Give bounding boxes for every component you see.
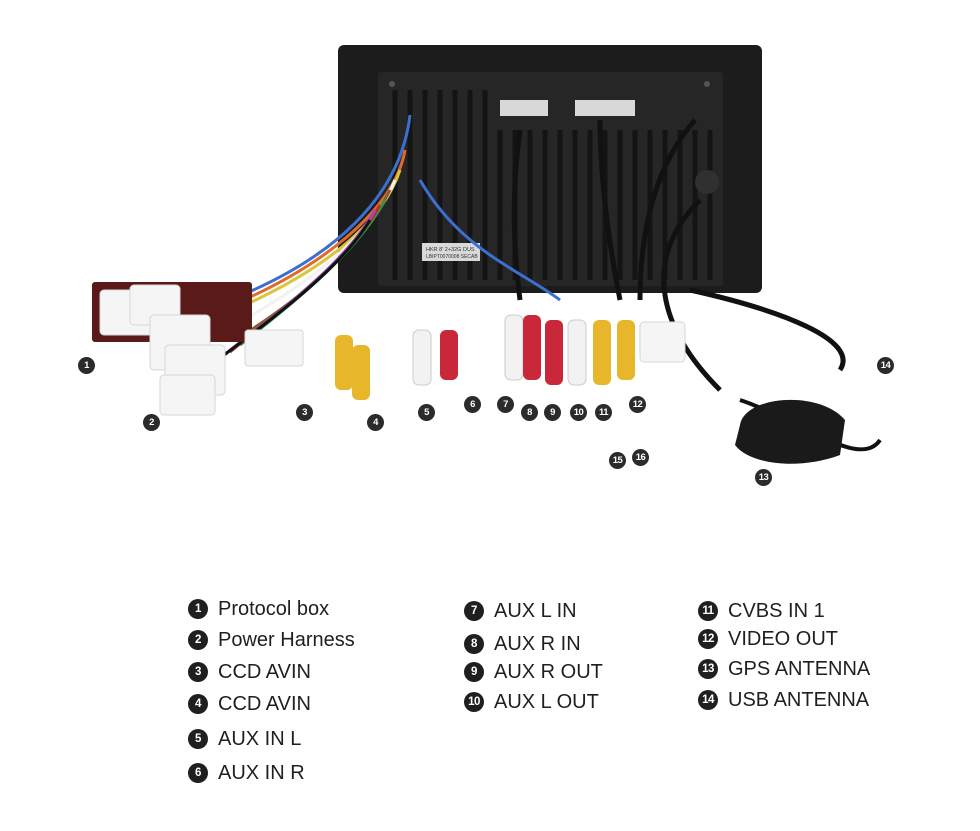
legend-number: 12	[698, 629, 718, 649]
white-plugs	[99, 284, 686, 416]
unit-sticker-line-2: LBIPT0070008 SECAB	[426, 254, 478, 260]
legend-label: CCD AVIN	[218, 660, 311, 683]
legend-number: 5	[188, 729, 208, 749]
callout-5: 5	[418, 404, 435, 421]
callout-3: 3	[296, 404, 313, 421]
callout-11: 11	[595, 404, 612, 421]
legend-label: CCD AVIN	[218, 692, 311, 715]
legend-number: 9	[464, 662, 484, 682]
legend-number: 10	[464, 692, 484, 712]
callout-7: 7	[497, 396, 514, 413]
callout-15: 15	[609, 452, 626, 469]
legend-item: 2 Power Harness	[188, 627, 355, 653]
legend-item: 4 CCD AVIN	[188, 691, 311, 717]
legend-number: 1	[188, 599, 208, 619]
callout-10: 10	[570, 404, 587, 421]
product-photo: HKR 8' 2+32G DUS LBIPT0070008 SECAB	[78, 45, 894, 486]
legend-label: Protocol box	[218, 597, 330, 620]
callout-8: 8	[521, 404, 538, 421]
legend-number: 13	[698, 659, 718, 679]
legend-number: 3	[188, 662, 208, 682]
legend-label: AUX IN R	[218, 761, 305, 784]
callout-13: 13	[755, 469, 772, 486]
legend-number: 11	[698, 601, 718, 621]
legend-label: Power Harness	[218, 628, 355, 651]
callout-6: 6	[464, 396, 481, 413]
legend-label: AUX IN L	[218, 727, 302, 750]
legend-item: 9 AUX R OUT	[464, 659, 603, 685]
legend-number: 6	[188, 763, 208, 783]
legend-item: 7 AUX L IN	[464, 598, 577, 624]
legend-number: 14	[698, 690, 718, 710]
wiring-illustration: HKR 8' 2+32G DUS LBIPT0070008 SECAB	[92, 45, 882, 464]
legend-number: 4	[188, 694, 208, 714]
legend-item: 12 VIDEO OUT	[698, 626, 838, 652]
legend-label: AUX R IN	[494, 632, 581, 655]
callout-4: 4	[367, 414, 384, 431]
legend-label: CVBS IN 1	[728, 599, 825, 622]
head-unit: HKR 8' 2+32G DUS LBIPT0070008 SECAB	[338, 45, 762, 293]
rca-connectors	[335, 314, 635, 400]
legend-label: VIDEO OUT	[728, 627, 839, 650]
legend-item: 14 USB ANTENNA	[698, 687, 869, 713]
callout-12: 12	[629, 396, 646, 413]
legend-item: 5 AUX IN L	[188, 726, 301, 752]
legend-item: 6 AUX IN R	[188, 760, 305, 786]
legend-item: 3 CCD AVIN	[188, 659, 311, 685]
legend-number: 7	[464, 601, 484, 621]
callout-14: 14	[877, 357, 894, 374]
legend-number: 8	[464, 634, 484, 654]
legend-label: AUX L OUT	[494, 690, 599, 713]
legend-item: 11 CVBS IN 1	[698, 598, 825, 624]
harness-wires	[209, 114, 882, 452]
unit-sticker-line-1: HKR 8' 2+32G DUS	[426, 247, 475, 253]
legend-item: 8 AUX R IN	[464, 631, 581, 657]
callout-2: 2	[143, 414, 160, 431]
legend-item: 1 Protocol box	[188, 596, 329, 622]
legend-label: AUX L IN	[494, 599, 577, 622]
gps-antenna	[735, 399, 845, 464]
callout-9: 9	[544, 404, 561, 421]
callout-1: 1	[78, 357, 95, 374]
legend-number: 2	[188, 630, 208, 650]
legend-item: 13 GPS ANTENNA	[698, 656, 870, 682]
legend-label: USB ANTENNA	[728, 688, 870, 711]
callout-16: 16	[632, 449, 649, 466]
legend-item: 10 AUX L OUT	[464, 689, 599, 715]
legend-label: GPS ANTENNA	[728, 657, 871, 680]
legend-label: AUX R OUT	[494, 660, 603, 683]
